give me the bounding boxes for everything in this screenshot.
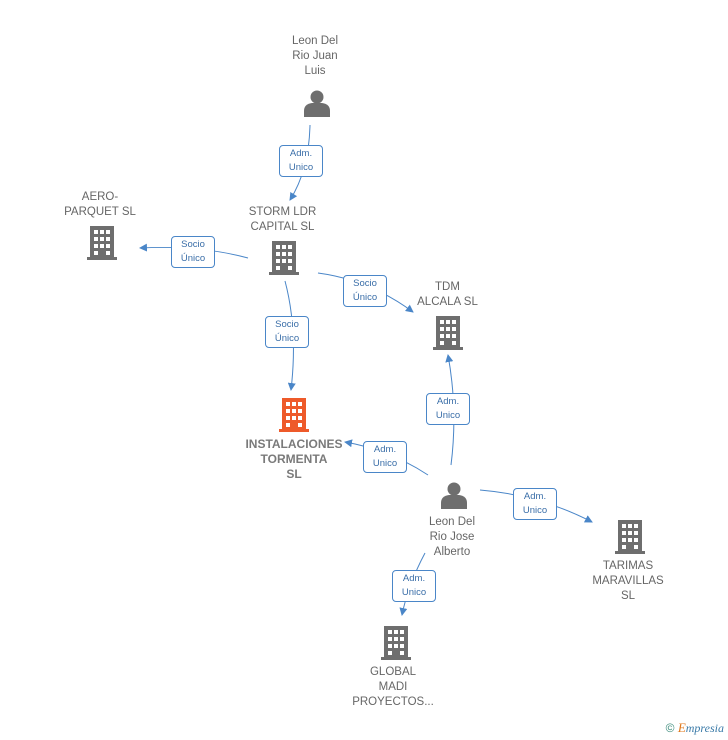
edge-label-socio-unico: Socio Único (265, 316, 309, 348)
edge-label-socio-unico: Socio Único (343, 275, 387, 307)
person-icon[interactable] (441, 482, 467, 510)
building-icon[interactable] (269, 241, 299, 275)
node-label-instalaciones[interactable]: INSTALACIONES TORMENTA SL (245, 437, 343, 481)
node-label-tdm[interactable]: TDM ALCALA SL (417, 281, 478, 308)
node-label-global[interactable]: GLOBAL MADI PROYECTOS... (352, 666, 434, 708)
building-icon[interactable] (615, 520, 645, 554)
edge-label-adm-unico: Adm. Unico (392, 570, 436, 602)
edge-label-adm-unico: Adm. Unico (279, 145, 323, 177)
edge-label-adm-unico: Adm. Unico (513, 488, 557, 520)
edge-label-adm-unico: Adm. Unico (363, 441, 407, 473)
building-icon[interactable] (87, 226, 117, 260)
building-icon[interactable] (279, 398, 309, 432)
brand-logo-first: E (677, 720, 686, 735)
edge-lines (139, 124, 593, 616)
node-label-aero[interactable]: AERO- PARQUET SL (64, 191, 136, 218)
building-icon[interactable] (381, 626, 411, 660)
copyright-icon: © (665, 721, 675, 735)
node-label-leon-juan[interactable]: Leon Del Rio Juan Luis (291, 35, 339, 77)
node-label-leon-jose[interactable]: Leon Del Rio Jose Alberto (428, 516, 476, 558)
person-icon[interactable] (304, 90, 330, 118)
edge-label-socio-unico: Socio Único (171, 236, 215, 268)
node-label-storm[interactable]: STORM LDR CAPITAL SL (248, 206, 317, 233)
brand-logo-rest: mpresia (685, 721, 724, 735)
building-icon[interactable] (433, 316, 463, 350)
edge-label-adm-unico: Adm. Unico (426, 393, 470, 425)
node-label-tarimas[interactable]: TARIMAS MARAVILLAS SL (592, 560, 664, 602)
footer-brand[interactable]: © Empresia (666, 720, 724, 736)
